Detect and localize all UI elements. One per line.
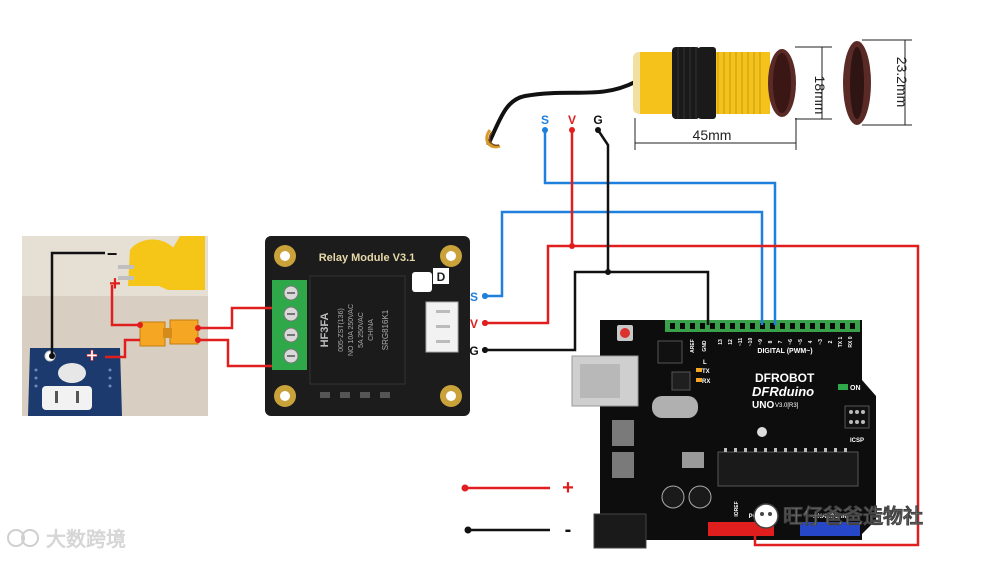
relay-origin: CHINA bbox=[368, 319, 375, 341]
watermark-left-text: 大数跨境 bbox=[46, 527, 126, 551]
arduino-brand: DFROBOT bbox=[755, 371, 815, 385]
arduino-pin-number: ~11 bbox=[738, 338, 744, 346]
arduino-pin-number: RX 0 bbox=[848, 336, 854, 347]
dimension-lines bbox=[634, 39, 912, 150]
arduino-pin-number: ~6 bbox=[788, 339, 794, 345]
arduino-pin-number: 4 bbox=[808, 340, 814, 343]
arduino-pin-number: TX 1 bbox=[838, 337, 844, 348]
sensor-pin-s-label: S bbox=[541, 113, 549, 127]
socket-minus-label: − bbox=[107, 244, 118, 264]
socket-relay-wires bbox=[195, 306, 272, 368]
ground-wires bbox=[485, 129, 710, 352]
socket-plus-top-label: + bbox=[109, 273, 121, 295]
arduino-pin-number: 2 bbox=[828, 340, 834, 343]
socket-plus-bottom-label: + bbox=[86, 345, 98, 367]
legend-minus-label: - bbox=[565, 519, 572, 541]
arduino-pin-number: 7 bbox=[778, 340, 784, 343]
arduino-icsp-label: ICSP bbox=[850, 438, 864, 444]
relay-part-number: HF3FA bbox=[319, 313, 331, 348]
arduino-pin-number: 8 bbox=[768, 340, 774, 343]
relay-module bbox=[265, 236, 470, 416]
dimension-diameter-small: 18mm bbox=[812, 76, 828, 115]
arduino-rx-label: RX bbox=[702, 379, 710, 385]
arduino-on-label: ON bbox=[850, 385, 861, 392]
arduino-tx-label: TX bbox=[702, 369, 710, 375]
relay-title: Relay Module V3.1 bbox=[319, 252, 416, 264]
arduino-aref-label: AREF bbox=[690, 339, 696, 353]
arduino-model: UNO bbox=[752, 400, 774, 411]
dimension-diameter-large: 23.2mm bbox=[894, 57, 910, 108]
relay-pin-v-label: V bbox=[470, 317, 478, 331]
watermark-right: 旺仔爸爸造物社 bbox=[753, 503, 923, 529]
sensor-cable bbox=[485, 80, 636, 149]
arduino-pin-number: ~9 bbox=[758, 339, 764, 345]
arduino-gnd-label: GND bbox=[702, 340, 708, 352]
wire-junctions bbox=[482, 243, 611, 353]
arduino-board bbox=[571, 320, 876, 549]
arduino-pin-number: ~3 bbox=[818, 339, 824, 345]
sensor-pin-g-label: G bbox=[593, 113, 602, 127]
signal-wires bbox=[485, 130, 777, 325]
relay-pin-s-label: S bbox=[470, 290, 478, 304]
arduino-ioref-label: IOREF bbox=[734, 501, 740, 516]
socket-wires bbox=[49, 251, 143, 359]
relay-badge: D bbox=[437, 270, 446, 284]
relay-spec-line-1: 005-ZST(136) bbox=[338, 308, 345, 352]
sensor-body bbox=[633, 41, 871, 125]
watermark-left: 大数跨境 bbox=[7, 527, 126, 551]
power-wires bbox=[485, 130, 920, 547]
relay-code: SRG816K1 bbox=[381, 309, 390, 350]
relay-spec-line-2: NO 10A 250VAC bbox=[348, 304, 355, 356]
relay-pin-g-label: G bbox=[469, 344, 478, 358]
arduino-analog-label: ANALOG IN bbox=[813, 514, 847, 520]
watermark-right-text: 旺仔爸爸造物社 bbox=[783, 504, 923, 528]
relay-spec-line-3: 5A 250VAC bbox=[358, 312, 365, 348]
arduino-pin-number: 12 bbox=[728, 339, 734, 345]
arduino-version: V3.0[R3] bbox=[775, 403, 799, 409]
legend-plus-label: + bbox=[562, 477, 574, 499]
legend: + - bbox=[461, 477, 574, 541]
sensor-pin-v-label: V bbox=[568, 113, 576, 127]
arduino-digital-label: DIGITAL (PWM~) bbox=[757, 348, 812, 355]
arduino-pin-numbers: 13 12 ~11 ~10 ~9 8 7 ~6 ~5 4 ~3 2 TX 1 RX 0 bbox=[718, 336, 854, 347]
dimension-length: 45mm bbox=[693, 127, 732, 143]
arduino-pin-number: ~5 bbox=[798, 339, 804, 345]
arduino-pin-number: ~10 bbox=[748, 338, 754, 347]
arduino-name: DFRduino bbox=[752, 384, 814, 399]
arduino-l-label: L bbox=[703, 360, 707, 366]
arduino-pin-number: 13 bbox=[718, 339, 724, 345]
